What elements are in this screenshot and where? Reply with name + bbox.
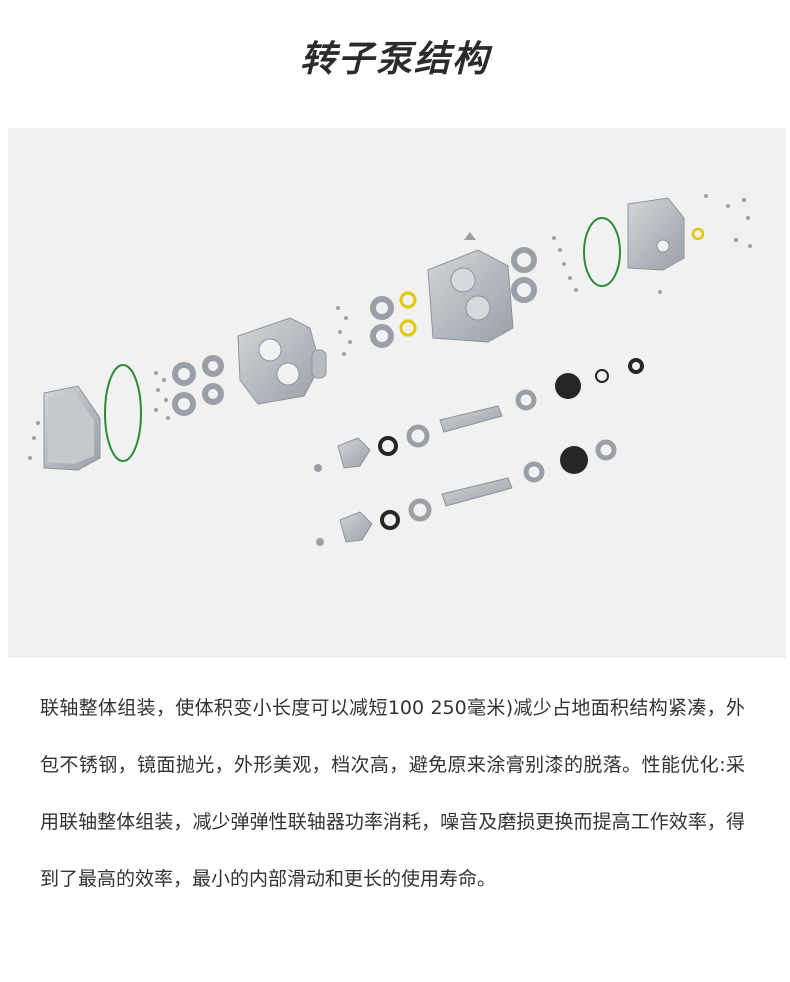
yellow-washer-right <box>691 227 705 241</box>
bolts-right <box>552 236 578 292</box>
bolts-far-right <box>658 194 752 294</box>
bolts-mid <box>336 306 352 356</box>
pump-exploded-diagram <box>8 128 786 658</box>
end-cover-left <box>43 385 101 471</box>
bearing-rings-right <box>511 247 537 303</box>
end-cover-right <box>627 197 685 271</box>
bearing-rings-left <box>172 355 224 416</box>
front-housing <box>237 317 327 405</box>
bolts-left <box>28 371 170 460</box>
description-paragraph: 联轴整体组装，使体积变小长度可以减短100 250毫米)减少占地面积结构紧凑，外… <box>40 697 745 890</box>
rotor-shaft-assembly-lower <box>316 439 617 546</box>
page-title: 转子泵结构 <box>299 39 490 80</box>
o-ring-seal-right <box>583 217 621 287</box>
seal-rings-mid <box>370 296 394 348</box>
pump-body <box>427 232 514 343</box>
exploded-view-svg <box>28 194 752 546</box>
o-ring-seal-left <box>104 364 142 462</box>
rotor-shaft-assembly-upper <box>314 358 644 472</box>
yellow-o-rings-mid <box>399 291 417 337</box>
